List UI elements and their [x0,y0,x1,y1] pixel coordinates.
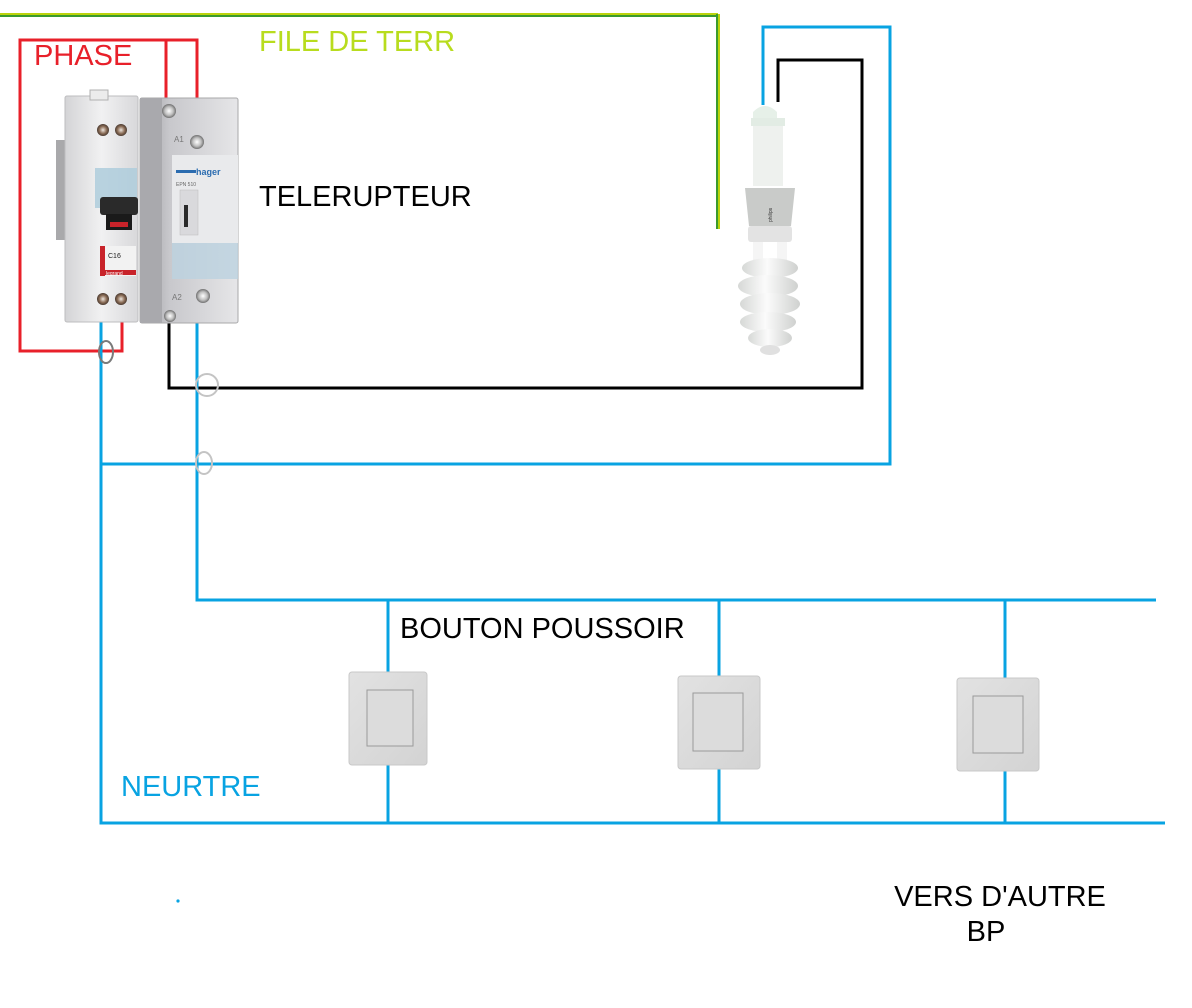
relay-telerupteur: A1 hager EPN 510 A2 [139,97,239,324]
neutral-wire [99,25,1165,825]
relay-terminal-a2: A2 [172,293,182,302]
relay-label: TELERUPTEUR [259,181,472,213]
crossing-marker [98,340,114,364]
earth-wire [0,13,720,229]
crossing-marker [195,373,219,397]
pushbutton-3[interactable] [956,677,1040,772]
breaker-rating: C16 [108,253,121,260]
breaker-brand: legrand [106,271,123,277]
return-wire [167,58,864,390]
lamp-cfl: philips [738,106,800,355]
lamp-brand: philips [768,207,774,222]
earth-label: FILE DE TERR [259,26,456,58]
pushbutton-label: BOUTON POUSSOIR [400,613,685,645]
wire-crossings [98,340,219,475]
neutral-label: NEURTRE [121,771,261,803]
circuit-breaker: C16 legrand [56,89,139,323]
stray-dot [176,899,180,903]
other-bp-label-line2: BP [966,915,1006,948]
crossing-marker [195,451,213,475]
other-bp-label-line1: VERS D'AUTRE [894,881,1106,913]
pushbutton-1[interactable] [348,671,428,766]
pushbutton-2[interactable] [677,675,761,770]
relay-terminal-a1: A1 [174,135,184,144]
other-bp-label: VERS D'AUTRE BP [884,880,1116,950]
phase-label: PHASE [34,40,133,72]
relay-model: EPN 510 [176,182,196,188]
relay-brand: hager [196,167,221,177]
